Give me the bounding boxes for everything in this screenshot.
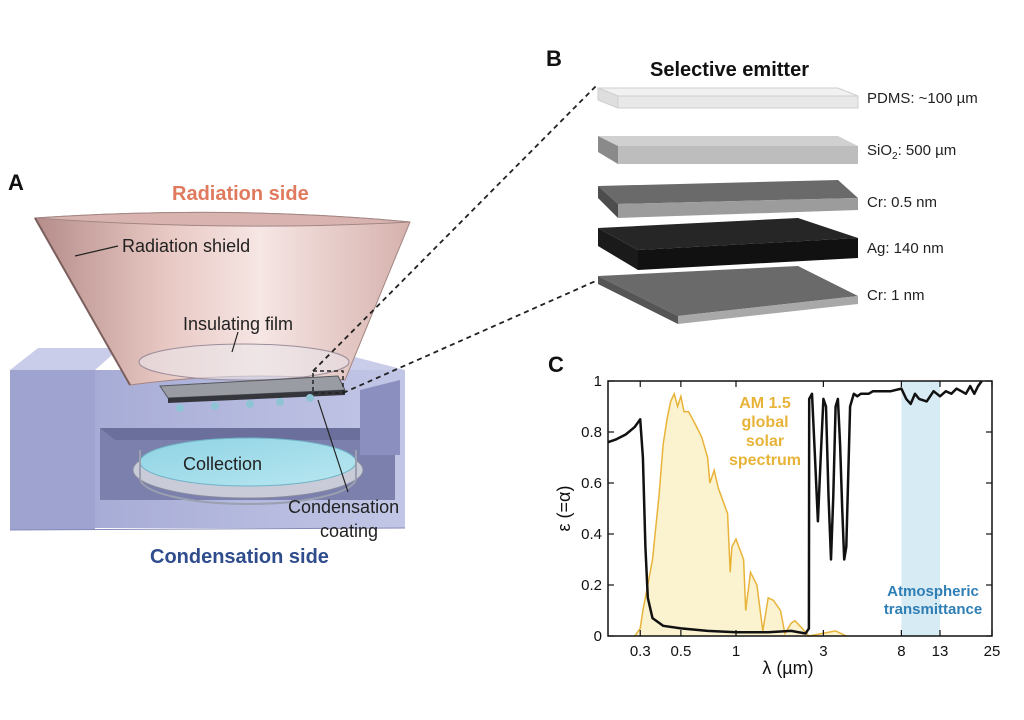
- y-tick-label: 0.4: [581, 526, 602, 543]
- collection-dish: [132, 437, 364, 505]
- layer-pdms: [597, 87, 859, 109]
- layer-sio2: [598, 136, 858, 164]
- panel-label-c: C: [548, 352, 564, 377]
- plot-frame: [607, 380, 993, 637]
- layer-pdms-label: PDMS: ~100 µm: [867, 90, 978, 107]
- am15-annotation-line: global: [741, 414, 788, 431]
- radiation-side-label: Radiation side: [172, 183, 309, 205]
- x-tick-label: 25: [984, 643, 1001, 660]
- x-tick-label: 3: [819, 643, 827, 660]
- collection-label: Collection: [183, 454, 262, 474]
- condensation-side-label: Condensation side: [150, 546, 329, 568]
- am15-fill: [634, 393, 847, 636]
- x-tick-label: 1: [732, 643, 740, 660]
- y-tick-label: 0.6: [581, 475, 602, 492]
- x-tick-label: 13: [932, 643, 949, 660]
- layer-cr-1: [598, 266, 858, 324]
- emitter-title: Selective emitter: [650, 59, 809, 81]
- insulating-film-leader: [231, 331, 239, 353]
- x-tick-label: 8: [897, 643, 905, 660]
- insulating-film-label: Insulating film: [183, 314, 293, 334]
- layer-cr-0-5: [598, 180, 858, 218]
- condensation-coating-label-2: coating: [320, 521, 378, 541]
- x-tick-label: 0.5: [670, 643, 691, 660]
- condensation-coating-label-1: Condensation: [288, 497, 399, 517]
- y-tick-label: 0: [594, 628, 602, 645]
- radiation-shield-cone: [34, 211, 411, 386]
- radiation-shield-leader: [74, 245, 119, 257]
- layer-sio2-label: SiO2: 500 µm: [867, 142, 956, 162]
- panel-label-b: B: [546, 46, 562, 71]
- panel-label-a: A: [8, 170, 24, 195]
- am15-annotation-line: spectrum: [729, 452, 801, 469]
- condensation-coating-leader: [317, 399, 349, 493]
- zoom-line-top: [312, 83, 599, 372]
- am15-annotation-line: AM 1.5: [739, 395, 791, 412]
- layer-ag-label: Ag: 140 nm: [867, 240, 944, 257]
- y-tick-label: 0.2: [581, 577, 602, 594]
- x-axis-label: λ (µm): [762, 658, 813, 678]
- y-tick-label: 0.8: [581, 424, 602, 441]
- y-tick-label: 1: [594, 373, 602, 390]
- am15-annotation-line: solar: [746, 433, 784, 450]
- atmospheric-band: [901, 381, 940, 636]
- radiation-shield-label: Radiation shield: [122, 236, 250, 256]
- layer-cr-1-label: Cr: 1 nm: [867, 287, 925, 304]
- atmos-annotation-line: transmittance: [884, 601, 982, 618]
- am15-series-line: [634, 391, 847, 637]
- layer-cr-0-5-label: Cr: 0.5 nm: [867, 194, 937, 211]
- y-axis-label: ε (=α): [554, 486, 574, 532]
- layer-ag: [598, 218, 858, 270]
- atmos-annotation-line: Atmospheric: [887, 583, 979, 600]
- zoom-line-bottom: [342, 279, 599, 394]
- emitter-plate: [159, 375, 346, 412]
- emissivity-series-line: [607, 380, 983, 635]
- insulating-film: [138, 343, 350, 381]
- zoom-box: [312, 370, 344, 394]
- x-tick-label: 0.3: [630, 643, 651, 660]
